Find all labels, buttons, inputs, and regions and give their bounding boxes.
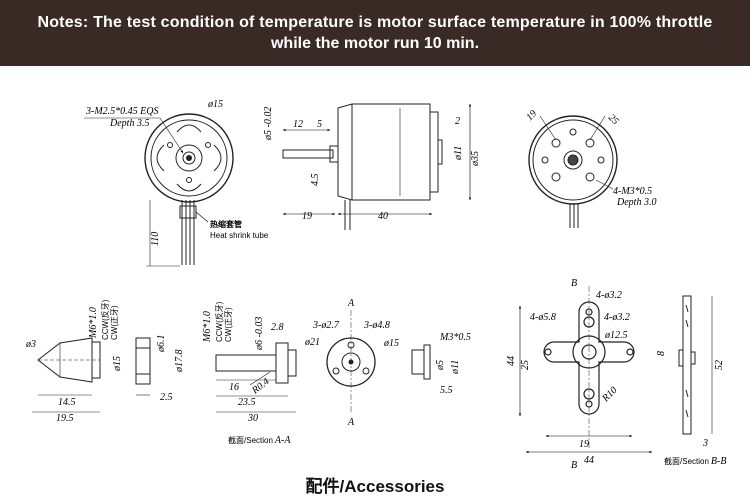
dim-19-back: 19 — [524, 108, 539, 123]
motor-back-view — [528, 115, 618, 228]
dim-lead-length: 110 — [150, 232, 161, 246]
back-thread-callout: 4-M3*0.5 — [613, 186, 652, 197]
dim-19-side: 19 — [302, 211, 312, 222]
cross-44-vertical: 44 — [506, 356, 517, 366]
dim-5-top: 5 — [317, 119, 322, 130]
prop-holes-large: 3-ø4.8 — [363, 320, 390, 331]
nut-phi17.8: ø17.8 — [174, 350, 185, 374]
notes-line-1: Notes: The test condition of temperature… — [37, 14, 713, 31]
accessories-title: 配件/Accessories — [0, 472, 750, 497]
section-bb-mark: B-B — [711, 456, 727, 467]
accessories-zh: 配件/ — [305, 477, 345, 496]
dim-4.5: 4.5 — [310, 174, 321, 187]
thread-depth: Depth 3.5 — [109, 118, 149, 129]
cross-holes-5.8: 4-ø5.8 — [530, 312, 556, 323]
thread-callout: 3-M2.5*0.45 EQS — [85, 106, 159, 117]
shaft-2.8: 2.8 — [271, 322, 284, 333]
shaft-adapter-drawing — [215, 342, 297, 413]
section-aa-zh: 截面/ — [228, 435, 247, 445]
section-bb-en: Section — [682, 457, 709, 466]
back-thread-depth: Depth 3.0 — [616, 197, 656, 208]
dim-phi35: ø35 — [470, 151, 481, 167]
prop-bullet-drawing — [32, 337, 101, 413]
cross-r10: R10 — [600, 385, 620, 405]
prop-phi5: ø5 — [435, 360, 446, 371]
dim-40: 40 — [378, 211, 388, 222]
dim-2: 2 — [455, 116, 460, 127]
cross-19: 19 — [579, 439, 589, 450]
nut-phi6.1: ø6.1 — [156, 335, 167, 354]
shaft-r0.4: R0.4 — [249, 376, 271, 397]
bullet-cw: CW(正牙) — [110, 305, 119, 340]
cross-44-horizontal: 44 — [584, 455, 594, 466]
nut-drawing — [135, 337, 151, 396]
shaft-16: 16 — [229, 382, 239, 393]
prop-phi11: ø11 — [450, 360, 461, 375]
cross-holes-top: 4-ø3.2 — [596, 290, 622, 301]
bullet-tip-dia: ø3 — [25, 339, 36, 350]
section-aa-en: Section — [246, 436, 273, 445]
cross-8: 8 — [656, 351, 667, 356]
section-b-top: B — [571, 278, 577, 289]
dim-phi11-side: ø11 — [453, 146, 464, 161]
bullet-19.5: 19.5 — [56, 413, 74, 424]
motor-side-view — [282, 103, 443, 230]
prop-5.5: 5.5 — [440, 385, 453, 396]
heat-shrink-label-zh: 热缩套管 — [210, 219, 242, 229]
heat-shrink-label-en: Heat shrink tube — [210, 231, 269, 240]
shaft-cw: CW(正牙) — [224, 307, 233, 342]
cross-phi12.5: ø12.5 — [604, 330, 628, 341]
prop-phi15: ø15 — [383, 338, 399, 349]
accessories-en: Accessories — [344, 477, 445, 496]
dim-12: 12 — [293, 119, 303, 130]
shaft-phi6: ø6 -0.03 — [254, 317, 265, 351]
prop-set-screw: M3*0.5 — [439, 332, 471, 343]
notes-banner: Notes: The test condition of temperature… — [0, 0, 750, 66]
section-bb-drawing — [678, 295, 713, 435]
shaft-thread: M6*1.0 — [202, 311, 213, 343]
section-bb-3: 3 — [702, 438, 708, 449]
bullet-thread: M6*1.0 — [88, 307, 99, 339]
bullet-14.5: 14.5 — [58, 397, 76, 408]
dim-phi15-front: ø15 — [207, 99, 223, 110]
bullet-phi15: ø15 — [112, 356, 123, 372]
nut-2.5: 2.5 — [160, 392, 173, 403]
shaft-30: 30 — [247, 413, 258, 424]
notes-line-2: while the motor run 10 min. — [270, 35, 480, 52]
shaft-phi21: ø21 — [304, 337, 320, 348]
dim-25-back: 25 — [606, 112, 621, 127]
prop-holes-small: 3-ø2.7 — [312, 320, 340, 331]
prop-adapter-drawing — [326, 310, 431, 412]
shaft-23.5: 23.5 — [238, 397, 256, 408]
motor-drawing: 3-M2.5*0.45 EQS Depth 3.5 ø15 110 热缩套管 H… — [25, 99, 726, 471]
section-b-bottom: B — [571, 460, 577, 471]
section-aa-mark: A-A — [274, 435, 291, 446]
section-bb-52: 52 — [714, 360, 725, 370]
section-a-top: A — [347, 298, 355, 309]
bullet-ccw: CCW(反牙) — [100, 299, 110, 340]
shaft-ccw: CCW(反牙) — [214, 301, 224, 342]
cross-mount-drawing — [543, 286, 635, 450]
section-bb-zh: 截面/ — [664, 456, 683, 466]
cross-holes-3.2: 4-ø3.2 — [604, 312, 630, 323]
dim-shaft-dia: ø5 -0.02 — [263, 107, 274, 141]
section-a-bottom: A — [347, 417, 355, 428]
motor-front-view — [84, 113, 234, 267]
cross-25: 25 — [520, 360, 531, 370]
